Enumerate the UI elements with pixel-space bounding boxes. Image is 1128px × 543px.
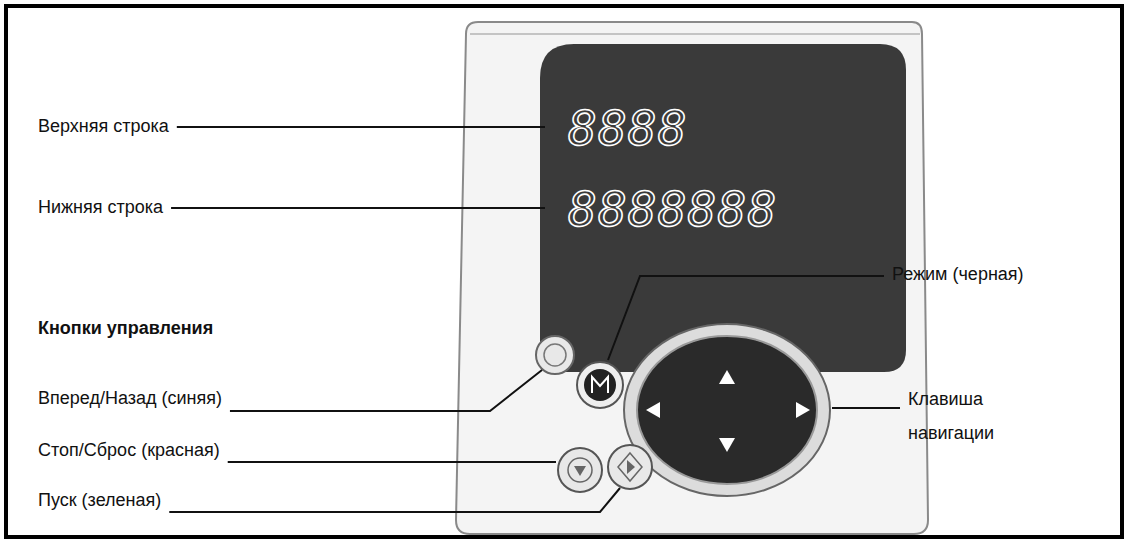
mode-icon [592,377,608,393]
body-edge [470,33,920,35]
leader-line [177,126,545,128]
display-screen [540,44,906,372]
label-text: Кнопки управления [38,318,213,340]
leader-line [832,407,900,409]
arrow-right [796,402,810,418]
leader-line [228,461,556,463]
display-digits: 8888888 [568,185,777,233]
leader-line [169,488,620,512]
label-text: Нижняя строка [38,197,163,219]
label-text: Верхняя строка [38,116,169,138]
mode-button [577,362,623,408]
display-digits: 8888 [568,104,688,152]
run-button [608,445,652,489]
label-text: Стоп/Сброс (красная) [38,440,220,462]
label-text: Пуск (зеленая) [38,490,161,512]
mode-button-face [584,369,616,401]
arrow-left [646,402,660,418]
frame [6,6,1122,537]
navigation-key [637,336,817,484]
stop-reset-button [558,448,602,492]
stop-icon [568,458,592,482]
navigation-ring [624,324,830,496]
leader-line [171,207,545,209]
arrow-up [719,370,735,384]
stop-icon-mark [574,466,586,476]
arrow-down [719,438,735,452]
leader-line [230,370,542,411]
button-icon [544,344,566,366]
label-text: Вперед/Назад (синяя) [38,388,222,410]
label-text: Режим (черная) [892,264,1024,286]
keypad-body [456,22,928,534]
run-icon-mark [627,460,635,474]
label-text: Клавиша навигации [908,382,1028,450]
forward-reverse-button [536,336,574,374]
leader-line [608,276,884,360]
run-icon [618,453,642,481]
